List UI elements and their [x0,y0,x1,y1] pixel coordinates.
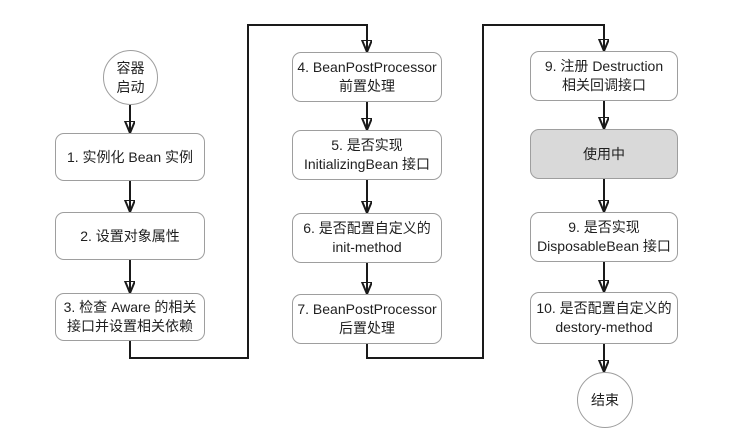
end-node: 结束 [577,372,633,428]
start-node-label: 容器 启动 [116,59,145,95]
end-node-label: 结束 [591,391,619,408]
step-8-label: 9. 注册 Destruction 相关回调接口 [544,58,664,93]
edge-n3-to-n4 [129,24,367,359]
step-9-label: 9. 是否实现 DisposableBean 接口 [537,219,671,254]
step-1-label: 1. 实例化 Bean 实例 [66,148,194,165]
step-10-label: 10. 是否配置自定义的 destory-method [536,300,672,335]
step-7-label: 7. BeanPostProcessor 后置处理 [297,301,437,336]
step-10-destroy-method: 10. 是否配置自定义的 destory-method [530,292,678,344]
step-3-check-aware: 3. 检查 Aware 的相关 接口并设置相关依赖 [55,293,205,341]
step-7-beanpostprocessor-after: 7. BeanPostProcessor 后置处理 [292,294,442,344]
state-in-use-label: 使用中 [583,145,625,162]
step-5-initializingbean: 5. 是否实现 InitializingBean 接口 [292,130,442,180]
step-4-label: 4. BeanPostProcessor 前置处理 [297,59,437,94]
step-4-beanpostprocessor-before: 4. BeanPostProcessor 前置处理 [292,52,442,102]
step-8-register-destruction: 9. 注册 Destruction 相关回调接口 [530,51,678,101]
state-in-use: 使用中 [530,129,678,179]
step-2-label: 2. 设置对象属性 [80,227,180,244]
step-2-set-properties: 2. 设置对象属性 [55,212,205,260]
step-5-label: 5. 是否实现 InitializingBean 接口 [303,137,431,172]
step-6-label: 6. 是否配置自定义的 init-method [303,220,431,255]
step-9-disposablebean: 9. 是否实现 DisposableBean 接口 [530,212,678,262]
step-6-init-method: 6. 是否配置自定义的 init-method [292,213,442,263]
edge-n7-to-n8 [366,24,604,359]
step-1-instantiate-bean: 1. 实例化 Bean 实例 [55,133,205,181]
step-3-label: 3. 检查 Aware 的相关 接口并设置相关依赖 [63,299,197,334]
start-node: 容器 启动 [103,50,158,105]
